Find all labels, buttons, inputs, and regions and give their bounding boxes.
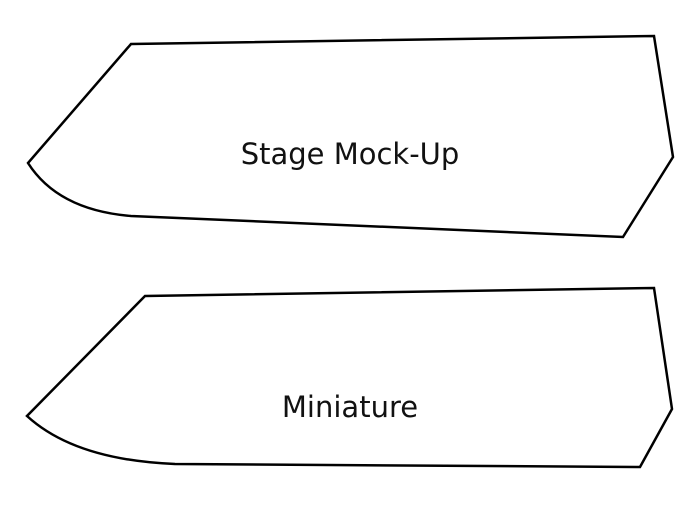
stage-mock-up-label: Stage Mock-Up [241,137,460,171]
miniature-label: Miniature [282,390,418,424]
miniature-shape [25,286,674,469]
stage-mock-up-shape-group: Stage Mock-Up [26,34,675,239]
stage-mock-up-shape [26,34,675,239]
miniature-shape-group: Miniature [25,286,674,469]
